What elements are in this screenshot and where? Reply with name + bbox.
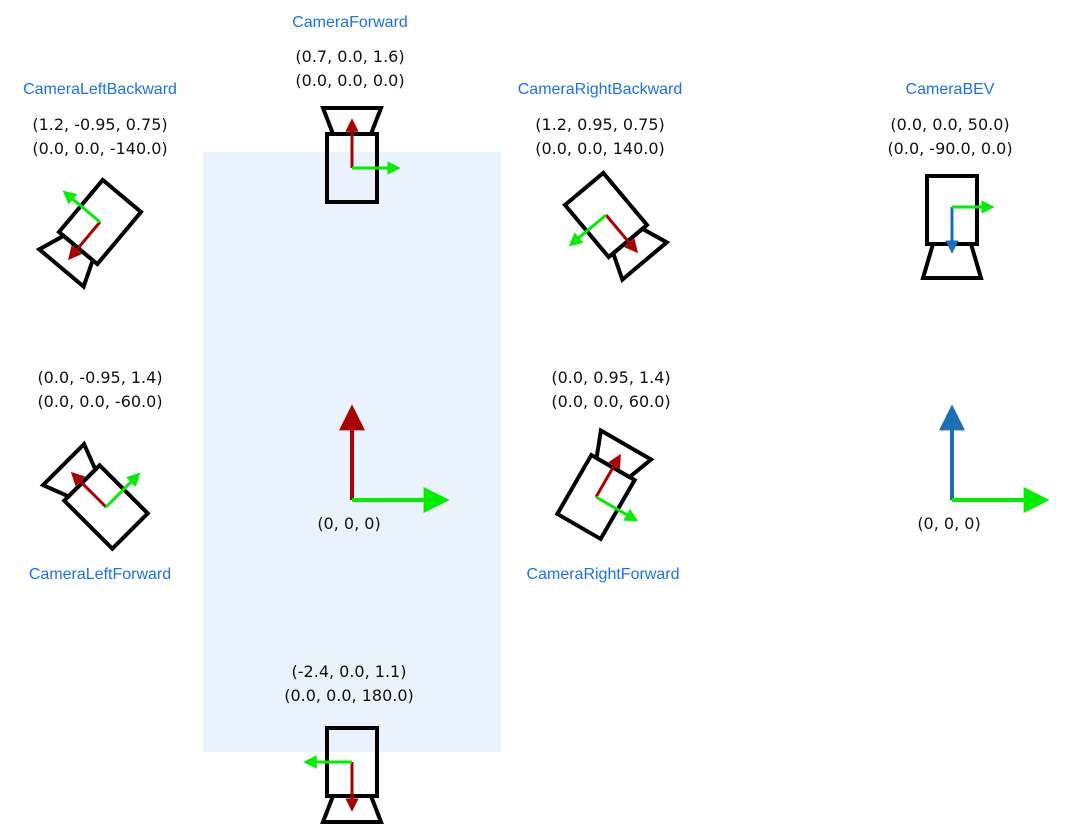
camera-icon: [320, 106, 401, 204]
camera-right-forward: (0.0, 0.95, 1.4) (0.0, 0.0, 60.0) Camera…: [527, 368, 680, 583]
camera-icon: [35, 177, 144, 291]
camera-right-backward: CameraRightBackward (1.2, 0.95, 0.75) (0…: [518, 81, 683, 284]
camera-rear: (-2.4, 0.0, 1.1) (0.0, 0.0, 180.0): [284, 662, 414, 824]
camera-position: (0.0, -0.95, 1.4): [37, 368, 162, 387]
camera-position: (1.2, -0.95, 0.75): [32, 115, 167, 134]
camera-position: (1.2, 0.95, 0.75): [535, 115, 665, 134]
camera-icon: [554, 427, 655, 542]
camera-left-backward: CameraLeftBackward (1.2, -0.95, 0.75) (0…: [23, 81, 177, 291]
camera-name: CameraBEV: [906, 81, 995, 98]
vehicle-origin-frame: (0, 0, 0): [317, 404, 450, 533]
camera-rotation: (0.0, 0.0, 0.0): [295, 71, 404, 90]
camera-icon: [39, 440, 151, 552]
camera-name: CameraForward: [292, 14, 408, 31]
camera-position: (-2.4, 0.0, 1.1): [292, 662, 407, 681]
camera-position: (0.7, 0.0, 1.6): [295, 47, 404, 66]
camera-name: CameraRightBackward: [518, 81, 683, 98]
camera-name: CameraLeftForward: [29, 566, 171, 583]
camera-icon: [562, 170, 671, 284]
camera-rotation: (0.0, 0.0, 140.0): [535, 139, 665, 158]
camera-left-forward: (0.0, -0.95, 1.4) (0.0, 0.0, -60.0) Came…: [29, 368, 171, 583]
camera-forward: CameraForward (0.7, 0.0, 1.6) (0.0, 0.0,…: [292, 14, 408, 204]
bev-origin-label: (0, 0, 0): [917, 514, 980, 533]
camera-rotation: (0.0, -90.0, 0.0): [887, 139, 1012, 158]
camera-rotation: (0.0, 0.0, -60.0): [37, 392, 162, 411]
camera-position: (0.0, 0.0, 50.0): [890, 115, 1009, 134]
camera-rotation: (0.0, 0.0, 180.0): [284, 686, 414, 705]
camera-position: (0.0, 0.95, 1.4): [551, 368, 670, 387]
bev-origin-frame: (0, 0, 0): [917, 404, 1050, 533]
camera-icon: [303, 726, 384, 824]
camera-name: CameraLeftBackward: [23, 81, 177, 98]
camera-bev: CameraBEV (0.0, 0.0, 50.0) (0.0, -90.0, …: [887, 81, 1013, 280]
camera-rotation: (0.0, 0.0, -140.0): [32, 139, 167, 158]
camera-rotation: (0.0, 0.0, 60.0): [551, 392, 670, 411]
camera-name: CameraRightForward: [527, 566, 680, 583]
vehicle-origin-label: (0, 0, 0): [317, 514, 380, 533]
